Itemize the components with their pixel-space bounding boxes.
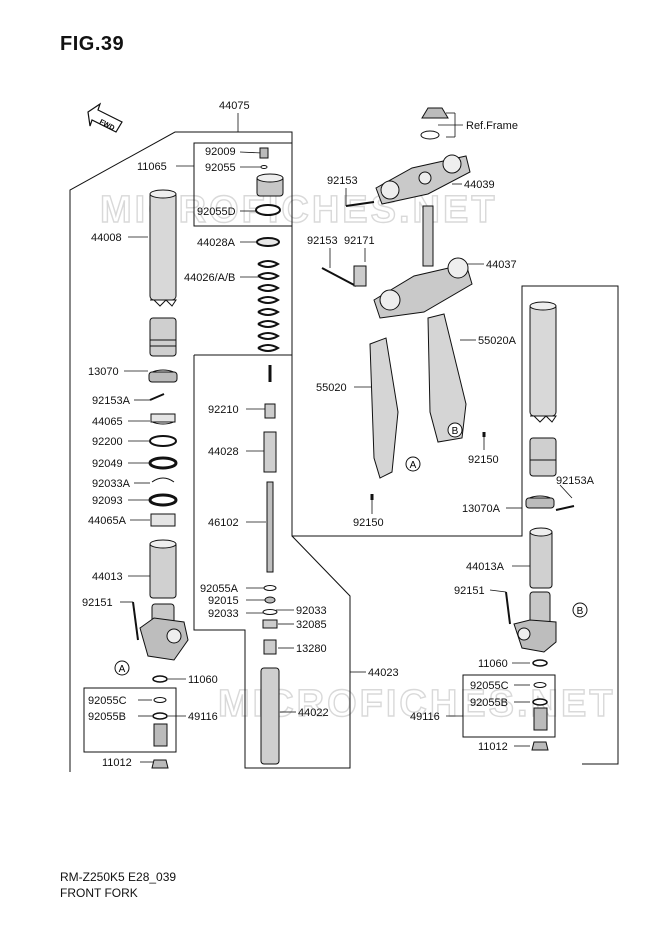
leader-lines (120, 112, 573, 763)
label-92093: 92093 (92, 495, 123, 507)
fork-guard-left (369, 337, 399, 479)
label-11065: 11065 (137, 161, 167, 173)
inner-tube-right (529, 527, 553, 589)
label-55020: 55020 (316, 382, 347, 394)
label-92153A-left: 92153A (92, 395, 131, 407)
label-92055B-right: 92055B (470, 697, 508, 709)
ref-a-right: A (410, 460, 417, 471)
label-92151-left: 92151 (82, 597, 113, 609)
outer-tube-left (149, 189, 177, 307)
label-92200: 92200 (92, 436, 123, 448)
ref-a-left: A (119, 664, 126, 675)
label-11060-right: 11060 (478, 658, 508, 670)
label-11012-right: 11012 (478, 741, 508, 753)
label-49116-left: 49116 (188, 711, 218, 723)
label-92150-left: 92150 (353, 517, 384, 529)
label-11060-left: 11060 (188, 674, 218, 686)
label-44008: 44008 (91, 232, 122, 244)
fork-seal-left (149, 317, 177, 357)
label-32085: 32085 (296, 619, 327, 631)
label-92150-right: 92150 (468, 454, 499, 466)
label-92055A: 92055A (200, 583, 239, 595)
label-44013: 44013 (92, 571, 123, 583)
label-13070: 13070 (88, 366, 119, 378)
part-labels: 44075 11065 92009 92055 92055D 44008 440… (82, 100, 595, 769)
label-44037: 44037 (486, 259, 517, 271)
label-92033-left: 92033 (208, 608, 239, 620)
label-46102: 46102 (208, 517, 239, 529)
label-44028: 44028 (208, 446, 239, 458)
label-92055C-right: 92055C (470, 680, 509, 692)
label-92171: 92171 (344, 235, 375, 247)
lower-bracket (373, 205, 473, 319)
figure-name: FRONT FORK (60, 886, 138, 900)
label-13280: 13280 (296, 643, 327, 655)
label-44022: 44022 (298, 707, 329, 719)
upper-bracket (375, 107, 471, 205)
fork-seal-right (529, 437, 557, 477)
label-92153A-right: 92153A (556, 475, 595, 487)
label-92055B-left: 92055B (88, 711, 126, 723)
assembly-outlines (69, 131, 619, 772)
label-11012-left: 11012 (102, 757, 132, 769)
clamp-right (525, 495, 555, 509)
label-92033A: 92033A (92, 478, 131, 490)
label-92151-right: 92151 (454, 585, 485, 597)
parts-artwork (132, 107, 575, 769)
label-ref-frame: Ref.Frame (466, 120, 518, 132)
label-92055: 92055 (205, 162, 236, 174)
label-92009: 92009 (205, 146, 236, 158)
figure-code: RM-Z250K5 E28_039 (60, 870, 177, 884)
ref-b-guard: B (452, 426, 459, 437)
label-92210: 92210 (208, 404, 239, 416)
label-13070A: 13070A (462, 503, 501, 515)
fork-spring (257, 260, 280, 352)
cap-bolt (256, 173, 284, 197)
clamp-left (148, 369, 178, 383)
axle-holder-left (139, 603, 189, 661)
label-92153-upper: 92153 (327, 175, 358, 187)
label-44075: 44075 (219, 100, 250, 112)
reference-markers: A A B B (114, 422, 588, 676)
ring-stack-left (148, 413, 178, 527)
label-44028A: 44028A (197, 237, 236, 249)
ref-b-holder: B (577, 606, 584, 617)
label-44023: 44023 (368, 667, 399, 679)
figure-title: FIG.39 (60, 33, 125, 55)
label-44065: 44065 (92, 416, 123, 428)
label-44013A: 44013A (466, 561, 505, 573)
label-44065A: 44065A (88, 515, 127, 527)
axle-holder-right (513, 591, 557, 653)
label-92049: 92049 (92, 458, 123, 470)
label-92015: 92015 (208, 595, 239, 607)
fork-guard-right (427, 313, 467, 443)
inner-tube-left (149, 539, 177, 599)
label-44026AB: 44026/A/B (184, 272, 235, 284)
outer-tube-right (529, 301, 557, 423)
label-92153-lower: 92153 (307, 235, 338, 247)
label-92055C-left: 92055C (88, 695, 127, 707)
fwd-arrow-icon: FWD (87, 102, 123, 133)
label-44039: 44039 (464, 179, 495, 191)
label-92055D: 92055D (197, 206, 236, 218)
label-55020A: 55020A (478, 335, 517, 347)
label-49116-right: 49116 (410, 711, 440, 723)
label-92033-right: 92033 (296, 605, 327, 617)
